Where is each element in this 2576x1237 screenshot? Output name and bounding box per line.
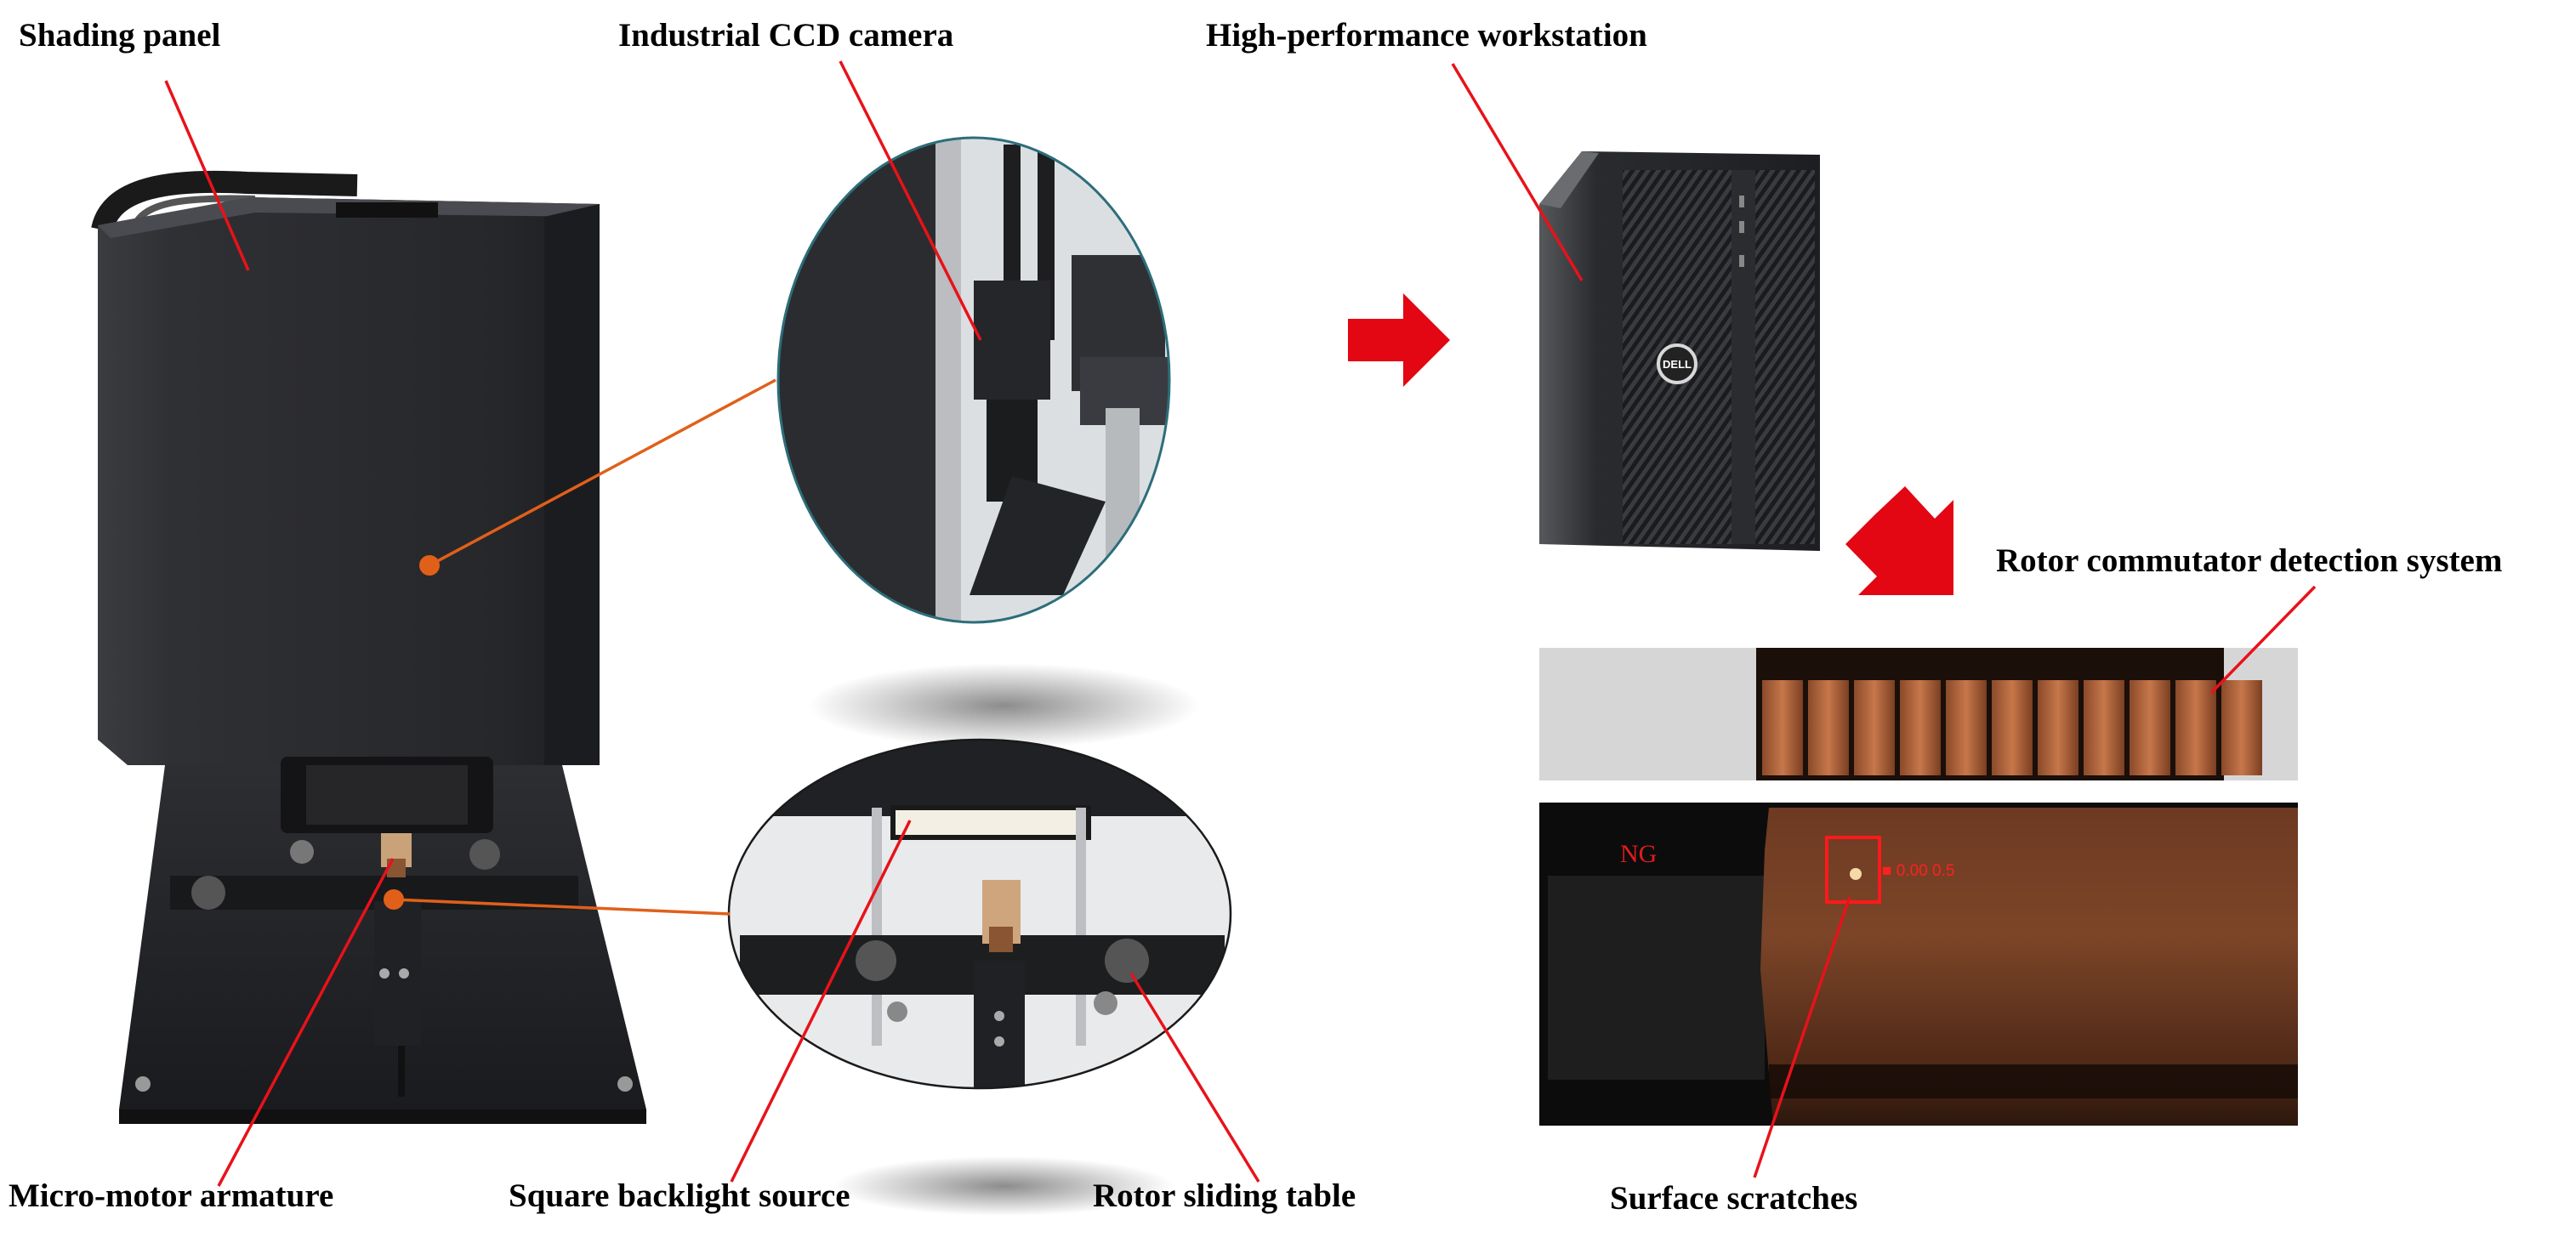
label-surface-scratches: Surface scratches [1610, 1180, 1858, 1217]
commutator-segment [2221, 680, 2262, 775]
label-high-performance-workstation: High-performance workstation [1206, 17, 1647, 54]
anchor-dot-panel [419, 555, 440, 576]
connector-armature-to-table-view [393, 898, 731, 916]
pointer-backlight [730, 820, 912, 1183]
scratch-detection-box [1825, 836, 1881, 904]
sliding-table-closeup-view [727, 663, 1232, 1216]
camera-closeup-view [776, 136, 1171, 624]
detection-result-top-image [1539, 648, 2298, 780]
label-rotor-sliding-table: Rotor sliding table [1093, 1177, 1356, 1214]
label-rotor-commutator-detection-system: Rotor commutator detection system [1996, 542, 2503, 579]
workstation-tower: DELL [1539, 151, 1820, 551]
detection-device-photo [91, 170, 646, 1124]
pointer-shading-panel [164, 80, 250, 271]
detection-result-bottom-image: ■ 0.00 0.5 NG [1539, 803, 2298, 1126]
commutator-segment [1762, 680, 1803, 775]
commutator-segment [2130, 680, 2170, 775]
svg-text:■ 0.00 0.5: ■ 0.00 0.5 [1882, 862, 1954, 880]
label-square-backlight-source: Square backlight source [509, 1177, 850, 1214]
pointer-detection-system [2209, 585, 2317, 695]
label-shading-panel: Shading panel [19, 17, 221, 54]
pointer-sliding-table [1129, 973, 1260, 1183]
commutator-segment [2175, 680, 2216, 775]
label-industrial-ccd-camera: Industrial CCD camera [618, 17, 954, 54]
flow-arrow-right [1348, 293, 1450, 387]
anchor-dot-armature [384, 889, 404, 910]
pointer-micro-motor [217, 858, 395, 1187]
label-micro-motor-armature: Micro-motor armature [9, 1177, 334, 1214]
commutator-segment [1854, 680, 1895, 775]
pointer-workstation [1451, 63, 1584, 281]
pointer-surface-scratches [1753, 896, 1851, 1178]
pointer-ccd-camera [839, 60, 982, 341]
commutator-segment [1900, 680, 1941, 775]
ng-result-tag: NG [1620, 840, 1657, 868]
commutator-segment [1992, 680, 2033, 775]
dell-logo-text: DELL [1663, 358, 1692, 371]
commutator-segment [1808, 680, 1849, 775]
connector-panel-to-camera-view [429, 378, 776, 567]
flow-arrow-down [1845, 486, 1953, 595]
commutator-segment [1946, 680, 1987, 775]
commutator-segment [2084, 680, 2124, 775]
commutator-segment [2038, 680, 2078, 775]
